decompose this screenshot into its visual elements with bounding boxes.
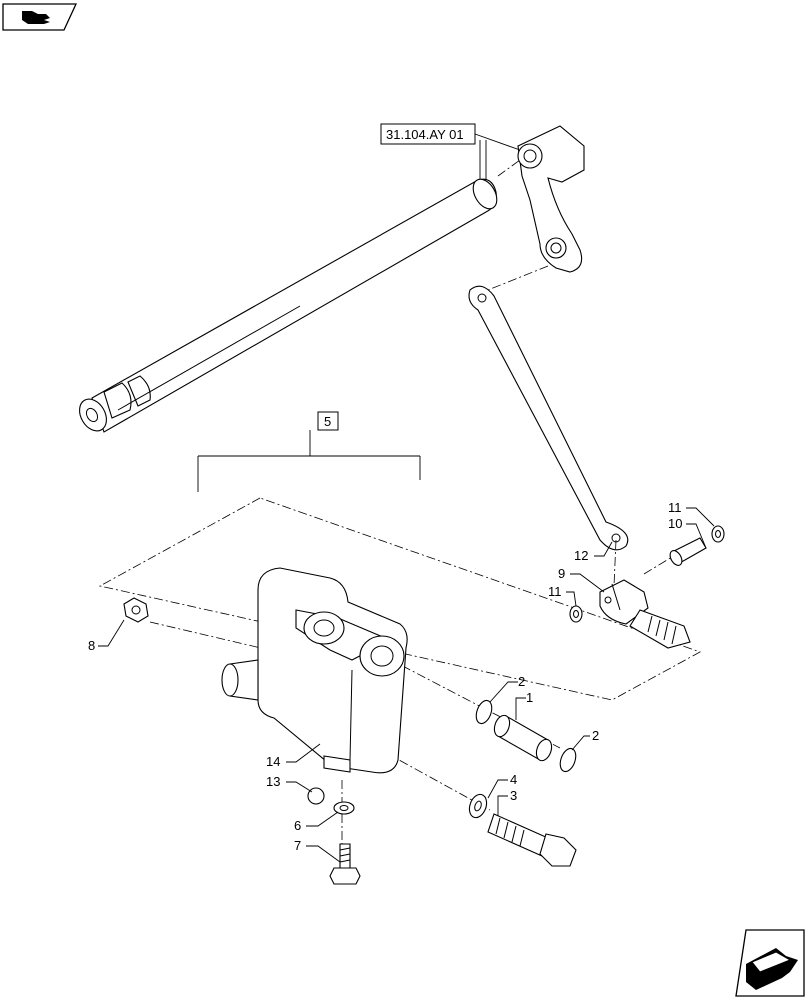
callout-14: 14: [266, 754, 280, 769]
washer: [468, 793, 488, 819]
link-rod: [468, 285, 629, 587]
callout-leaders: [98, 507, 715, 863]
next-page-arrow-icon: [746, 948, 798, 990]
svg-text:5: 5: [324, 414, 331, 429]
callout-11-upper: 11: [668, 500, 682, 515]
callout-13: 13: [266, 774, 280, 789]
o-ring: [475, 699, 577, 773]
reference-box[interactable]: 31.104.AY 01: [380, 123, 521, 196]
shaft: [79, 178, 498, 433]
callout-8: 8: [88, 638, 95, 653]
callout-7: 7: [294, 838, 301, 853]
callout-10: 10: [668, 516, 682, 531]
lever-arm: [487, 125, 585, 291]
clevis: [599, 579, 691, 649]
callout-2-upper: 2: [518, 674, 525, 689]
nut: [123, 597, 149, 623]
callout-labels: 8 12 9 11 11 10 2 1 2 4 3 14 13 6 7: [88, 500, 682, 853]
sealing-washer: [333, 801, 355, 815]
clevis-pin: [669, 537, 707, 566]
bottom-nav-badge[interactable]: [735, 929, 805, 997]
bolt: [487, 813, 577, 867]
svg-text:31.104.AY 01: 31.104.AY 01: [386, 127, 464, 142]
callout-4: 4: [510, 772, 517, 787]
callout-9: 9: [558, 566, 565, 581]
assembly-bracket[interactable]: 5: [197, 411, 421, 492]
top-nav-badge[interactable]: [2, 3, 78, 31]
plug: [307, 787, 325, 805]
pin: [493, 714, 553, 762]
callout-11-lower: 11: [548, 584, 562, 599]
callout-1: 1: [526, 690, 533, 705]
book-hand-icon: [22, 11, 50, 24]
callout-3: 3: [510, 788, 517, 803]
callout-2-lower: 2: [592, 728, 599, 743]
drain-bolt: [329, 843, 361, 885]
callout-6: 6: [294, 818, 301, 833]
callout-12: 12: [574, 548, 588, 563]
valve-housing: [221, 567, 408, 774]
